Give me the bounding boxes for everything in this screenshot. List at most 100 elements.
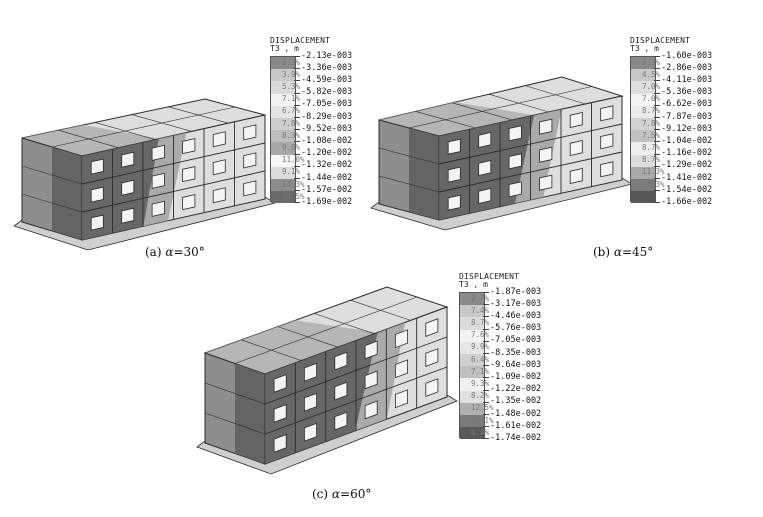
window-opening bbox=[447, 166, 461, 183]
legend-swatch bbox=[460, 366, 484, 379]
legend-swatch bbox=[631, 118, 655, 131]
legend-tick bbox=[294, 202, 300, 204]
window-opening bbox=[182, 138, 196, 155]
legend-swatch bbox=[631, 142, 655, 155]
legend-value: -1.57e-002 bbox=[301, 184, 353, 195]
legend-value: -7.05e-003 bbox=[490, 335, 542, 346]
legend-value: -1.16e-002 bbox=[661, 148, 713, 159]
legend-percent: 6.7% bbox=[282, 106, 301, 116]
roof-shading bbox=[205, 320, 378, 374]
legend-value: -9.64e-003 bbox=[490, 359, 542, 370]
roof-grid-line bbox=[408, 86, 593, 129]
legend-body: 2.3%4.5%7.0%7.0%8.7%7.8%7.5%8.7%8.7%11.3… bbox=[630, 51, 720, 208]
legend-percent: 7.0% bbox=[642, 94, 661, 104]
window-opening bbox=[303, 422, 318, 442]
end-face-shading bbox=[235, 363, 265, 464]
legend-swatch bbox=[460, 390, 484, 403]
legend-tick bbox=[294, 92, 300, 94]
window-opening bbox=[303, 392, 318, 412]
legend-swatch bbox=[460, 341, 484, 354]
window-opening bbox=[478, 188, 492, 204]
front-floor-line bbox=[438, 123, 623, 165]
legend-percent: 8.7% bbox=[642, 155, 661, 165]
legend-percent: 6.4% bbox=[471, 354, 490, 364]
legend-tick bbox=[294, 129, 300, 131]
front-face-mid-zone bbox=[355, 322, 406, 431]
legend-swatch bbox=[631, 57, 655, 70]
legend-swatch bbox=[460, 329, 484, 342]
legend-value: -1.22e-002 bbox=[490, 384, 542, 395]
legend-tick bbox=[294, 56, 300, 57]
window-opening bbox=[90, 214, 104, 231]
legend-tick bbox=[483, 292, 489, 293]
window-opening bbox=[121, 151, 135, 168]
window-opening bbox=[508, 153, 522, 170]
legend-percent: 2.7% bbox=[471, 293, 490, 303]
legend-tick bbox=[654, 80, 660, 82]
legend-percent: 9.1% bbox=[282, 167, 301, 177]
legend-value: -1.08e-002 bbox=[301, 135, 353, 146]
legend-percent: 7.8% bbox=[642, 118, 661, 128]
window-opening bbox=[394, 389, 409, 409]
legend-tick bbox=[294, 141, 300, 143]
end-face-grid-line bbox=[21, 165, 83, 185]
caption-a: (a) α=30° bbox=[145, 245, 205, 259]
legend-value: -8.35e-003 bbox=[490, 347, 542, 358]
window-opening bbox=[364, 400, 378, 420]
legend-value: -7.87e-003 bbox=[661, 111, 713, 122]
window-opening bbox=[364, 340, 378, 360]
legend-swatch bbox=[631, 154, 655, 167]
window-opening bbox=[425, 378, 439, 397]
legend-tick bbox=[654, 141, 660, 143]
window-opening bbox=[303, 362, 318, 382]
legend-title: DISPLACEMENT bbox=[459, 272, 520, 281]
legend-tick bbox=[654, 56, 660, 57]
window-opening bbox=[182, 166, 196, 183]
caption-b: (b) α=45° bbox=[593, 245, 654, 259]
legend-value: -1.29e-002 bbox=[661, 160, 713, 171]
legend-value: -9.52e-003 bbox=[301, 123, 353, 134]
legend-body: 2.3%3.9%5.3%7.1%6.7%7.8%8.3%9.8%11.0%9.1… bbox=[270, 51, 360, 208]
panel-a: DISPLACEMENT T3 , m 2.3%3.9%5.3%7.1%6.7%… bbox=[0, 0, 380, 265]
legend-value: -7.05e-003 bbox=[301, 99, 353, 110]
legend-tick bbox=[654, 117, 660, 118]
legend-value: -1.35e-002 bbox=[490, 396, 542, 407]
legend-value: -1.69e-002 bbox=[301, 196, 353, 207]
legend-percent: 6.4% bbox=[471, 427, 490, 437]
legend-tick bbox=[483, 377, 489, 379]
front-floor-line bbox=[81, 142, 266, 185]
window-opening bbox=[447, 138, 461, 155]
window-opening bbox=[334, 381, 348, 401]
roof-grid-line bbox=[234, 296, 418, 364]
window-opening bbox=[425, 318, 439, 337]
legend-percent: 7.8% bbox=[282, 118, 301, 128]
legend-percent: 9.9% bbox=[471, 342, 490, 352]
window-opening bbox=[600, 105, 614, 122]
legend-swatch bbox=[460, 354, 484, 367]
legend-swatch bbox=[271, 93, 295, 106]
legend-tick bbox=[483, 389, 489, 391]
end-face-grid-line bbox=[204, 382, 266, 405]
legend-tick bbox=[654, 165, 660, 167]
legend-a: DISPLACEMENT T3 , m 2.3%3.9%5.3%7.1%6.7%… bbox=[270, 37, 360, 208]
legend-tick bbox=[483, 401, 489, 403]
window-opening bbox=[334, 411, 348, 431]
window-opening bbox=[569, 168, 583, 184]
roof-grid-line bbox=[51, 106, 236, 148]
window-opening bbox=[243, 152, 257, 169]
window-opening bbox=[334, 351, 348, 371]
building-model-a bbox=[13, 98, 277, 251]
window-opening bbox=[212, 159, 226, 176]
legend-b: DISPLACEMENT T3 , m 2.3%4.5%7.0%7.0%8.7%… bbox=[630, 37, 720, 208]
window-opening bbox=[508, 125, 522, 142]
legend-swatch bbox=[271, 105, 295, 118]
legend-swatch bbox=[460, 305, 484, 318]
legend-swatch bbox=[631, 69, 655, 82]
legend-tick bbox=[294, 178, 300, 179]
front-face-mid-zone bbox=[143, 132, 187, 227]
legend-percent: 12.5% bbox=[471, 403, 494, 413]
legend-percent: 7.6% bbox=[471, 330, 490, 340]
window-opening bbox=[447, 194, 461, 211]
legend-swatch bbox=[631, 81, 655, 94]
legend-value: -2.13e-003 bbox=[301, 50, 353, 61]
